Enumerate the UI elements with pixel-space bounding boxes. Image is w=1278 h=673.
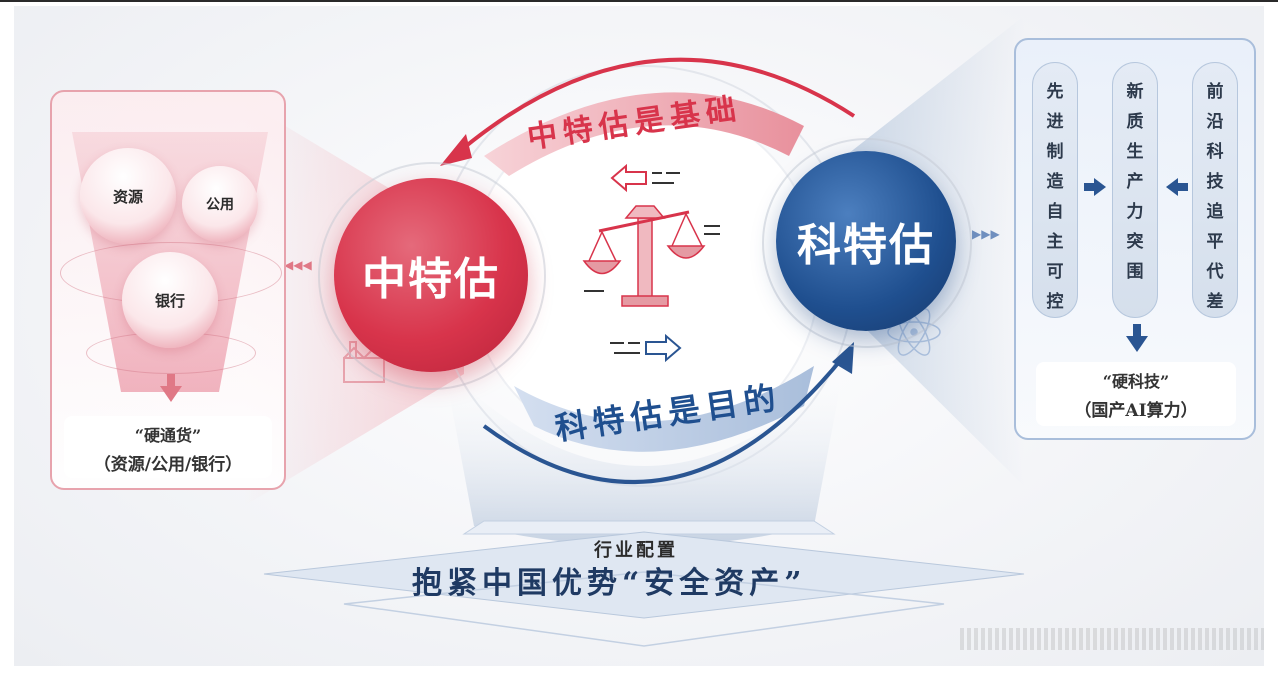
pill-char: 突: [1126, 232, 1144, 252]
left-chevrons-icon: ◀◀◀: [284, 258, 312, 272]
keteguo-circle: 科特估: [776, 151, 956, 331]
dashed-arrow-right-icon: [610, 333, 682, 363]
red-curve-arrow: [452, 57, 856, 158]
right-panel: 先 进 制 造 自 主 可 控 新 质 生 产 力 突 围 前 沿 科 技 追 …: [1014, 38, 1256, 440]
pill-char: 技: [1206, 172, 1224, 192]
pill-char: 平: [1206, 232, 1224, 252]
red-banner: [484, 92, 804, 176]
right-chevrons-icon: ▶▶▶: [972, 227, 1000, 241]
left-panel: 资源 公用 银行 “硬通货” （资源/公用/银行）: [50, 90, 286, 490]
blue-banner: [514, 366, 814, 452]
blue-arrowhead: [832, 342, 854, 374]
hard-tech-label: “硬科技” （国产AI算力）: [1036, 362, 1236, 426]
pill-char: 先: [1046, 82, 1064, 102]
pill-char: 自: [1046, 202, 1064, 222]
pill-char: 控: [1046, 292, 1064, 312]
hard-tech-title: “硬科技”: [1102, 372, 1170, 391]
balance-scale-icon: [582, 205, 720, 307]
keteguo-label: 科特估: [797, 220, 935, 271]
pill-char: 主: [1046, 232, 1064, 252]
bubble-utilities: 公用: [182, 166, 258, 242]
diagram-canvas: ◀◀◀ ▶▶▶ 资源 公用 银行 “硬通货”: [14, 6, 1264, 666]
zhongteguo-circle: 中特估: [334, 178, 528, 372]
pill-char: 质: [1126, 112, 1144, 132]
platform-base: [343, 571, 945, 647]
pill-char: 追: [1206, 202, 1224, 222]
pill-char: 可: [1046, 262, 1064, 282]
pill-char: 围: [1126, 262, 1144, 282]
zhongteguo-label: 中特估: [362, 254, 500, 305]
pill-char: 力: [1126, 202, 1144, 222]
down-arrow-icon: [160, 374, 182, 402]
pill-char: 进: [1046, 112, 1064, 132]
hard-currency-subtitle: （资源/公用/银行）: [93, 455, 243, 475]
pill-char: 生: [1126, 142, 1144, 162]
pill-char: 差: [1206, 292, 1224, 312]
pill-char: 代: [1206, 262, 1224, 282]
pill-char: 前: [1206, 82, 1224, 102]
industry-allocation-subtitle: 行业配置: [594, 540, 678, 561]
blue-curve-arrow: [482, 354, 846, 484]
pill-new-productivity: 新 质 生 产 力 突 围: [1112, 62, 1158, 318]
center-bowl: [444, 366, 844, 546]
pill-advanced-manufacturing: 先 进 制 造 自 主 可 控: [1032, 62, 1078, 318]
top-rule: [0, 0, 1278, 2]
pill-char: 科: [1206, 142, 1224, 162]
pill-char: 沿: [1206, 112, 1224, 132]
bubble-banks: 银行: [122, 252, 218, 348]
hard-currency-title: “硬通货”: [134, 426, 202, 445]
pill-char: 造: [1046, 172, 1064, 192]
down-arrow-icon: [1126, 324, 1148, 352]
left-arrow-icon: [1166, 178, 1188, 196]
right-arrow-icon: [1084, 178, 1106, 196]
red-arrowhead: [440, 134, 472, 166]
platform-top: [462, 520, 836, 535]
platform-main: [263, 531, 1025, 619]
dashed-arrow-left-icon: [610, 163, 680, 193]
pill-char: 制: [1046, 142, 1064, 162]
hard-tech-subtitle: （国产AI算力）: [1074, 401, 1198, 421]
arc-layer: ◀◀◀ ▶▶▶: [263, 57, 1025, 647]
pill-frontier-tech: 前 沿 科 技 追 平 代 差: [1192, 62, 1238, 318]
left-circle-halo: [318, 162, 546, 390]
bubble-resources: 资源: [80, 148, 176, 244]
pill-char: 新: [1126, 82, 1144, 102]
watermark-strip: [960, 628, 1264, 650]
hard-currency-label: “硬通货” （资源/公用/银行）: [64, 416, 272, 478]
pill-char: 产: [1126, 172, 1144, 192]
safe-assets-title: 抱紧中国优势“安全资产”: [412, 566, 807, 601]
right-circle-halo: [762, 138, 972, 348]
